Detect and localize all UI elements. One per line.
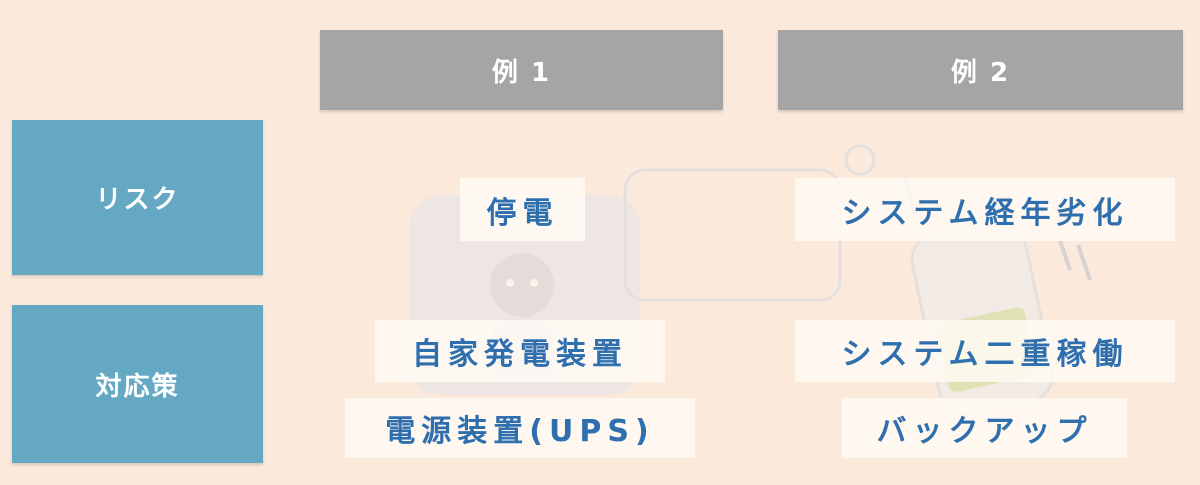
example1-risk: 停電 xyxy=(460,178,585,241)
battery-icon xyxy=(910,218,1055,417)
person-icon xyxy=(490,253,554,317)
example1-countermeasure-2: 電源装置(UPS) xyxy=(345,398,695,458)
example2-countermeasure-2: バックアップ xyxy=(842,398,1127,458)
header-example-1: 例 1 xyxy=(320,30,723,110)
example2-risk: システム経年劣化 xyxy=(795,178,1175,241)
example2-countermeasure-1: システム二重稼働 xyxy=(795,320,1175,382)
header-example-2: 例 2 xyxy=(778,30,1183,110)
row-label-risk: リスク xyxy=(12,120,263,275)
example1-countermeasure-1: 自家発電装置 xyxy=(375,320,665,382)
row-label-countermeasure: 対応策 xyxy=(12,305,263,463)
